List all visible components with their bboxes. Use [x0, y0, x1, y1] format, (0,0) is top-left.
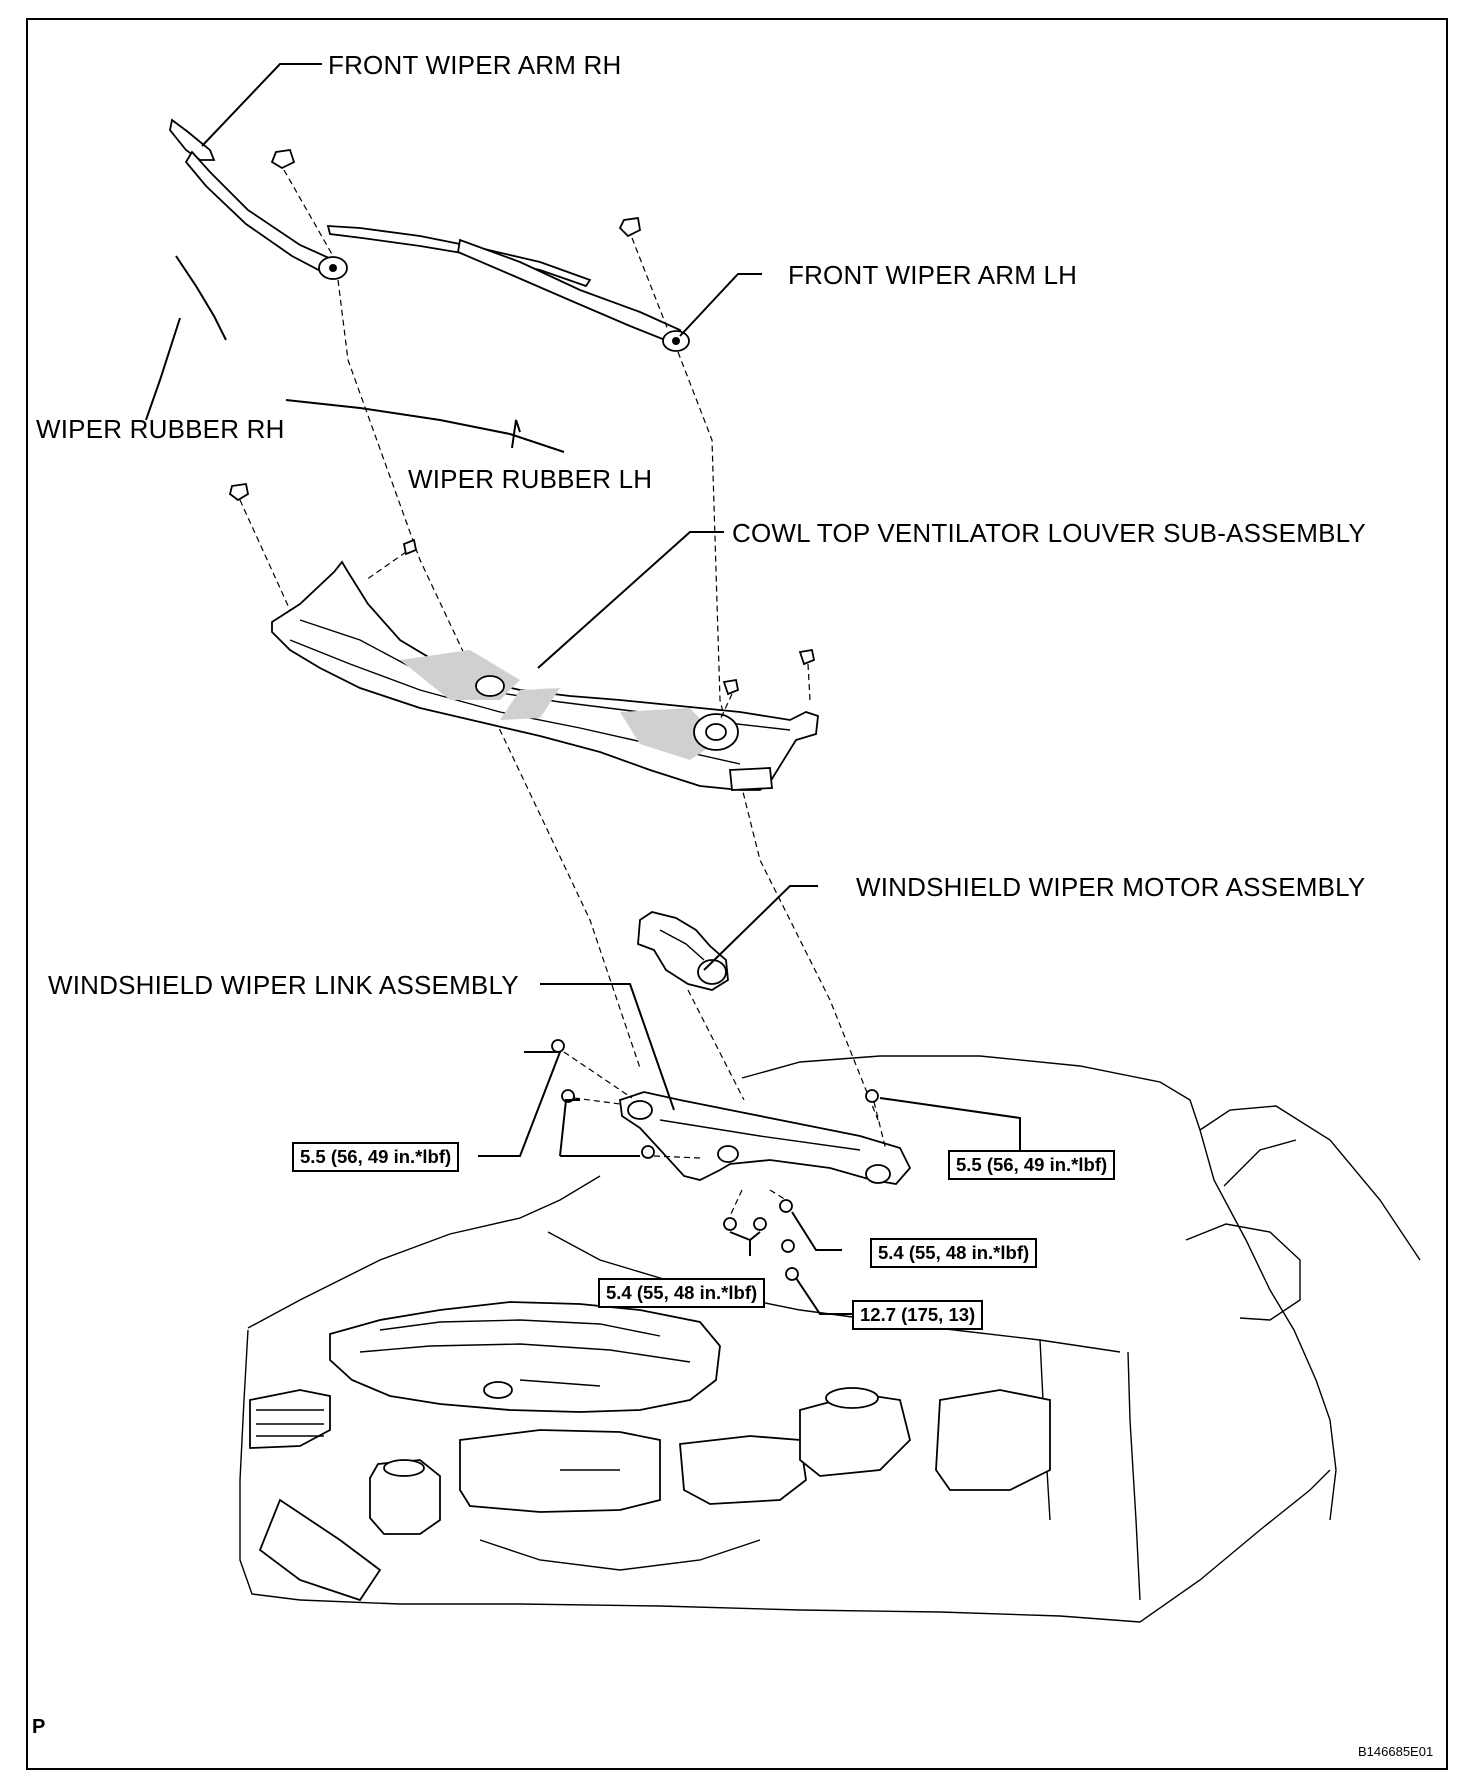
figure-id: B146685E01	[1358, 1744, 1434, 1759]
front-wiper-arm-rh-drawing	[169, 118, 348, 280]
label-front-wiper-arm-rh: FRONT WIPER ARM RH	[328, 50, 622, 80]
label-wiper-rubber-rh: WIPER RUBBER RH	[36, 414, 285, 444]
wiper-motor-drawing	[637, 911, 729, 991]
wiper-rubber-lh-drawing	[285, 399, 565, 453]
rh-arm-nut	[270, 149, 334, 257]
torque-link-left: 5.5 (56, 49 in.*lbf)	[292, 1142, 460, 1173]
front-wiper-arm-lh-drawing	[326, 225, 690, 352]
engine-bay-drawing	[249, 1301, 1051, 1602]
label-wiper-rubber-lh: WIPER RUBBER LH	[408, 464, 653, 494]
label-cowl-louver: COWL TOP VENTILATOR LOUVER SUB-ASSEMBLY	[732, 518, 1366, 548]
label-wiper-link: WINDSHIELD WIPER LINK ASSEMBLY	[48, 970, 519, 1000]
cowl-louver-drawing	[271, 560, 819, 791]
cowl-clips	[228, 482, 816, 721]
wiper-link-drawing	[619, 1091, 912, 1185]
leader-lines	[145, 63, 1021, 1315]
page-letter: P	[32, 1716, 46, 1738]
torque-link-right: 5.5 (56, 49 in.*lbf)	[948, 1150, 1116, 1181]
vehicle-outline-drawing	[239, 1055, 1421, 1623]
torque-nut: 12.7 (175, 13)	[852, 1300, 984, 1331]
lh-arm-nut	[618, 216, 669, 331]
torque-motor-right: 5.4 (55, 48 in.*lbf)	[870, 1238, 1038, 1269]
link-bolts	[551, 1039, 887, 1281]
wiper-rubber-rh-drawing	[175, 255, 227, 341]
torque-motor-left: 5.4 (55, 48 in.*lbf)	[598, 1278, 766, 1309]
label-wiper-motor: WINDSHIELD WIPER MOTOR ASSEMBLY	[856, 872, 1366, 902]
label-front-wiper-arm-lh: FRONT WIPER ARM LH	[788, 260, 1078, 290]
